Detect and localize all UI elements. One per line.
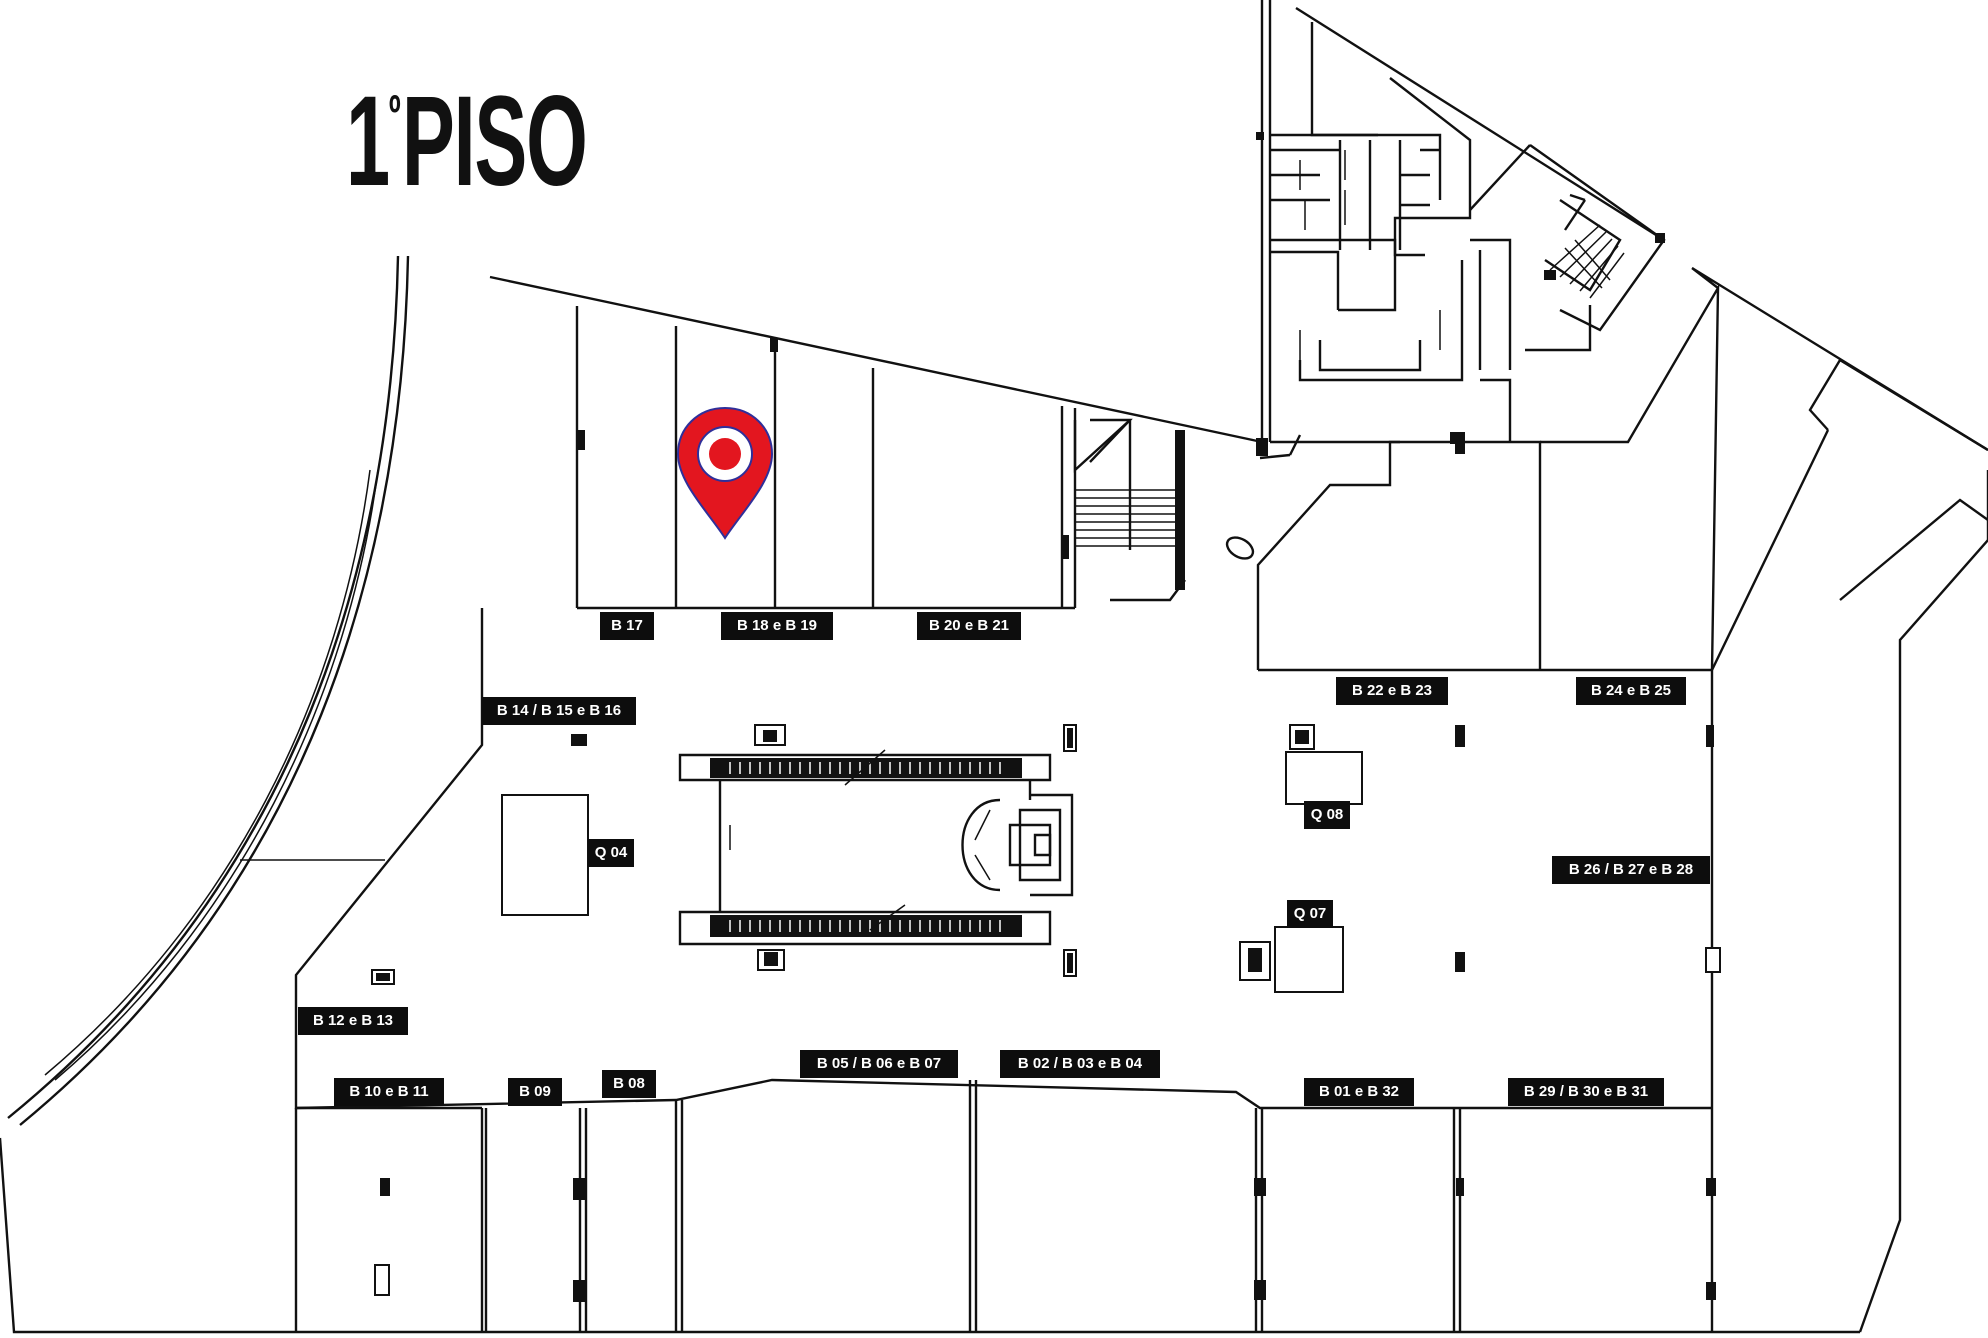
kiosk-q08-box <box>1285 724 1363 805</box>
service-core <box>1256 0 1665 456</box>
escalator-block <box>678 724 1074 971</box>
store-label-b14-b16[interactable]: B 14 / B 15 e B 16 <box>482 697 636 725</box>
store-label-b02-b04[interactable]: B 02 / B 03 e B 04 <box>1000 1050 1160 1078</box>
floor-ordinal: º <box>388 85 401 143</box>
east-shops <box>1256 266 1988 1333</box>
store-label-b05-b07[interactable]: B 05 / B 06 e B 07 <box>800 1050 958 1078</box>
store-label-b20-b21[interactable]: B 20 e B 21 <box>917 612 1021 640</box>
store-label-b12-b13[interactable]: B 12 e B 13 <box>298 1007 408 1035</box>
store-label-b18-b19[interactable]: B 18 e B 19 <box>721 612 833 640</box>
corridor-columns <box>371 724 1465 985</box>
floor-title: 1ºPISO <box>346 78 588 206</box>
store-label-b17[interactable]: B 17 <box>600 612 654 640</box>
kiosk-label-q04[interactable]: Q 04 <box>588 839 634 867</box>
floor-number: 1 <box>346 70 390 213</box>
kiosk-q04-box <box>501 794 589 916</box>
south-shops <box>294 1080 1716 1332</box>
store-label-b08[interactable]: B 08 <box>602 1070 656 1098</box>
north-exterior-wall <box>489 275 1263 444</box>
corridor-column <box>1225 536 1255 560</box>
location-pin-icon[interactable] <box>670 404 780 544</box>
kiosk-q07-box <box>1239 926 1344 993</box>
kiosk-label-q07[interactable]: Q 07 <box>1287 900 1333 928</box>
north-shops <box>575 306 1077 610</box>
curved-facade <box>0 255 1860 1334</box>
store-label-b29-b31[interactable]: B 29 / B 30 e B 31 <box>1508 1078 1664 1106</box>
floor-name: PISO <box>401 70 588 213</box>
store-label-b10-b11[interactable]: B 10 e B 11 <box>334 1078 444 1106</box>
south-shop-line <box>295 1078 1712 1110</box>
store-label-b09[interactable]: B 09 <box>508 1078 562 1106</box>
store-label-b01-b32[interactable]: B 01 e B 32 <box>1304 1078 1414 1106</box>
east-stairwell <box>1529 144 1666 332</box>
kiosk-label-q08[interactable]: Q 08 <box>1304 801 1350 829</box>
store-label-b26-b28[interactable]: B 26 / B 27 e B 28 <box>1552 856 1710 884</box>
store-label-b22-b23[interactable]: B 22 e B 23 <box>1336 677 1448 705</box>
store-label-b24-b25[interactable]: B 24 e B 25 <box>1576 677 1686 705</box>
corridor-door <box>1259 434 1302 460</box>
north-stairs <box>1073 418 1186 602</box>
